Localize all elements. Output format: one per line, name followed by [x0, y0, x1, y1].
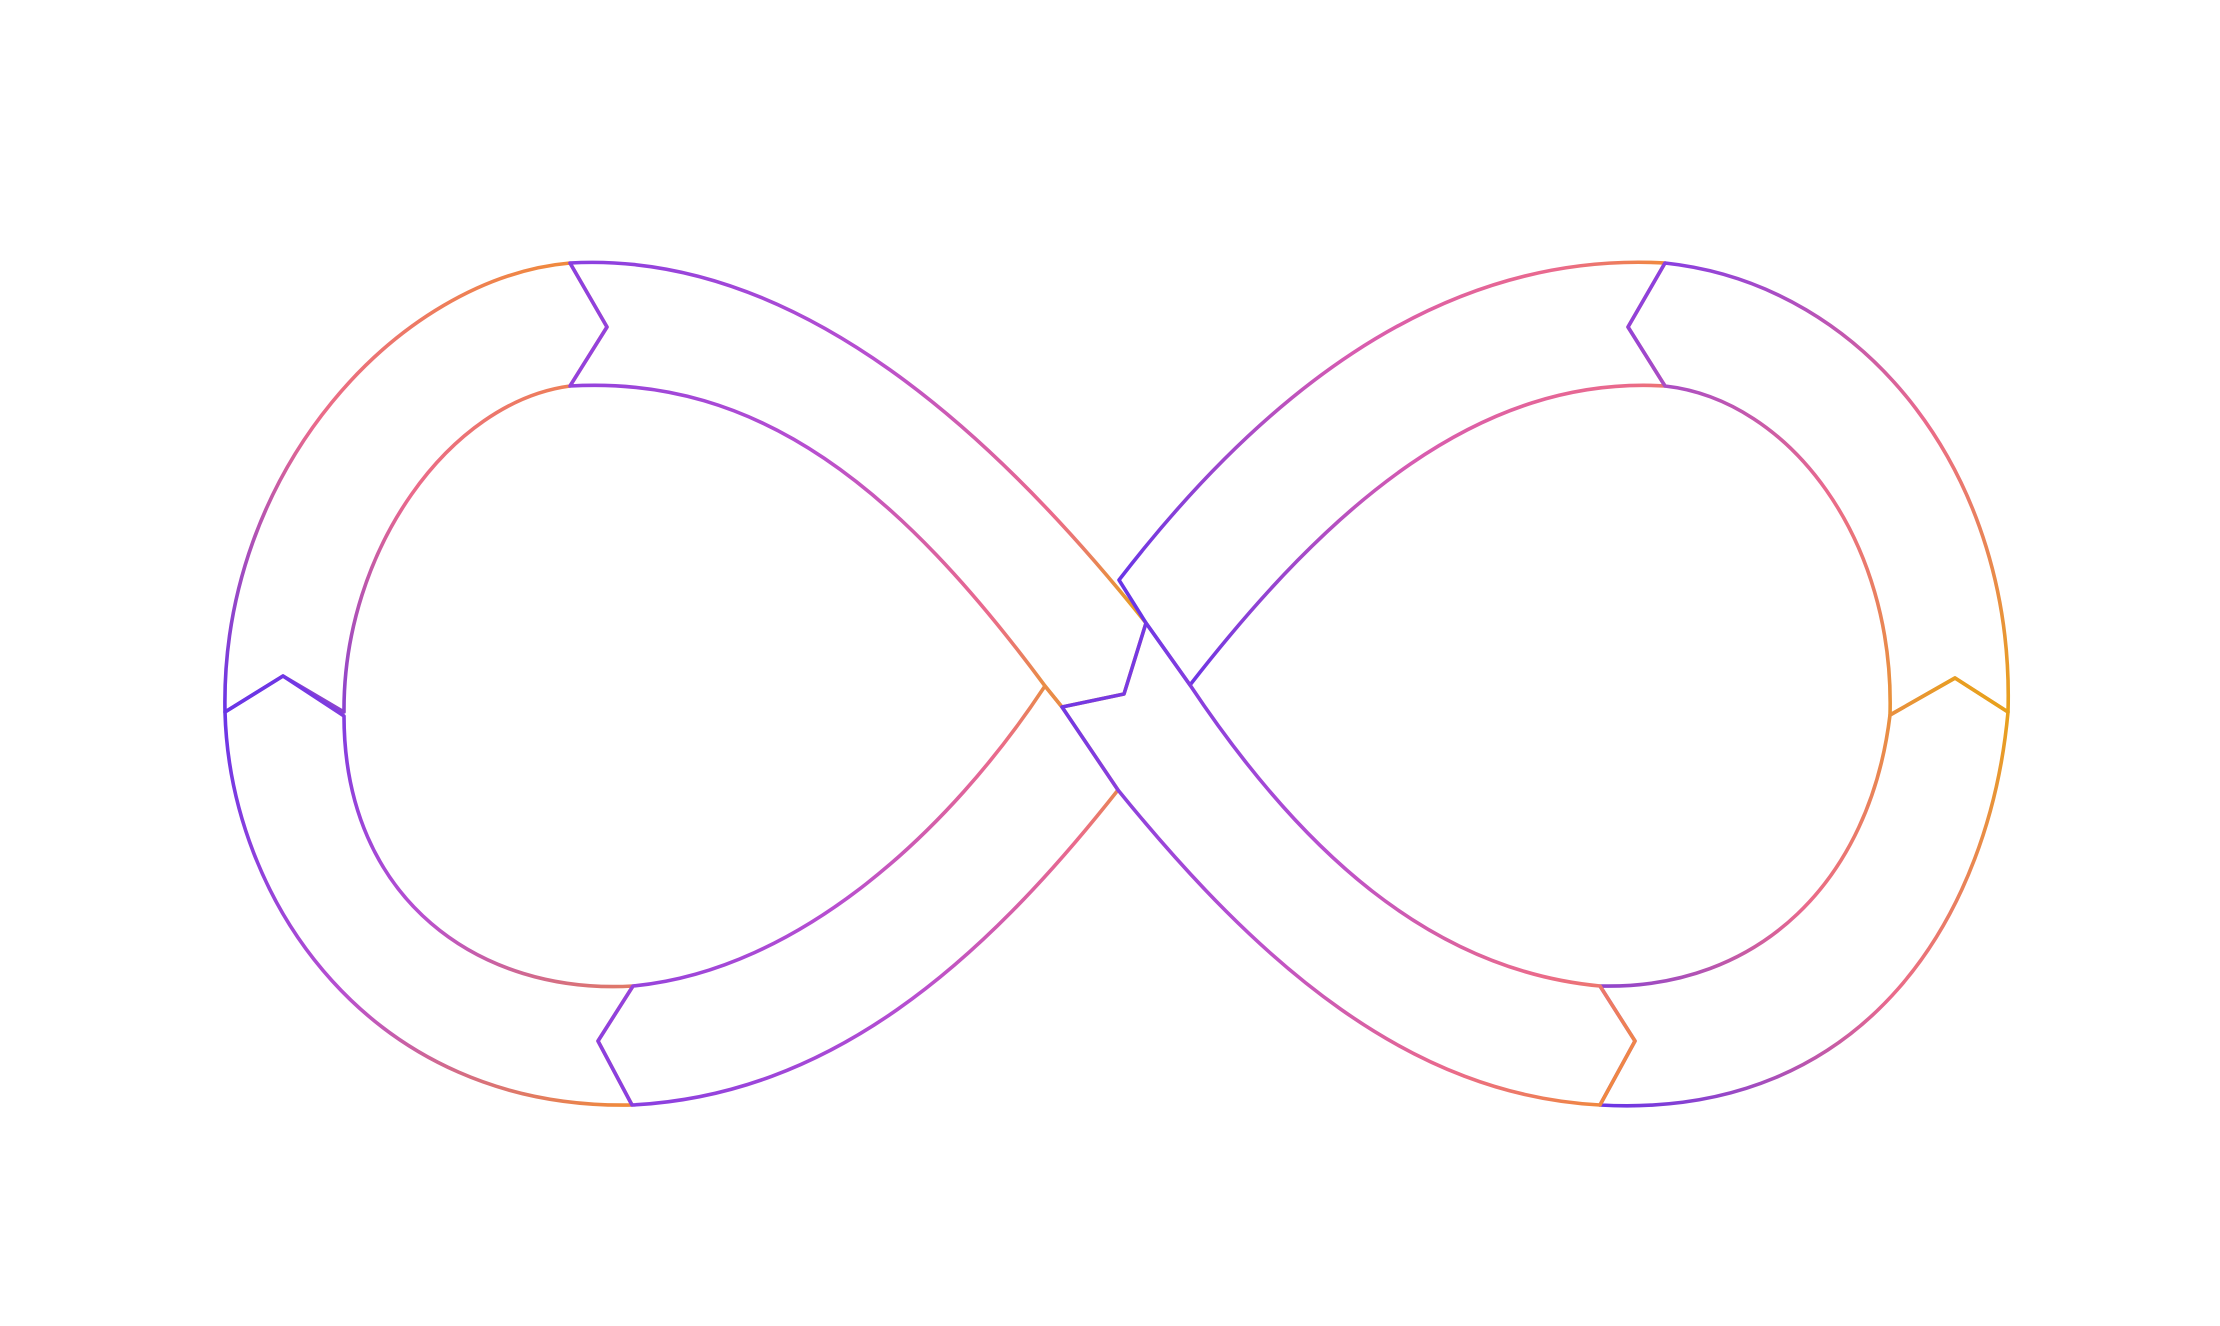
segment-right-lower: [1598, 676, 2010, 1108]
segment-left-bottom-band: [596, 684, 1120, 1107]
segment-upper-left: [223, 261, 609, 714]
segment-right-top-band: [1117, 260, 1667, 687]
segment-lower-left: [223, 674, 635, 1107]
segment-right-outer: [1626, 261, 2010, 717]
segment-right-bottom-band: [1060, 621, 1637, 1107]
segment-left-top-band: [568, 260, 1148, 709]
